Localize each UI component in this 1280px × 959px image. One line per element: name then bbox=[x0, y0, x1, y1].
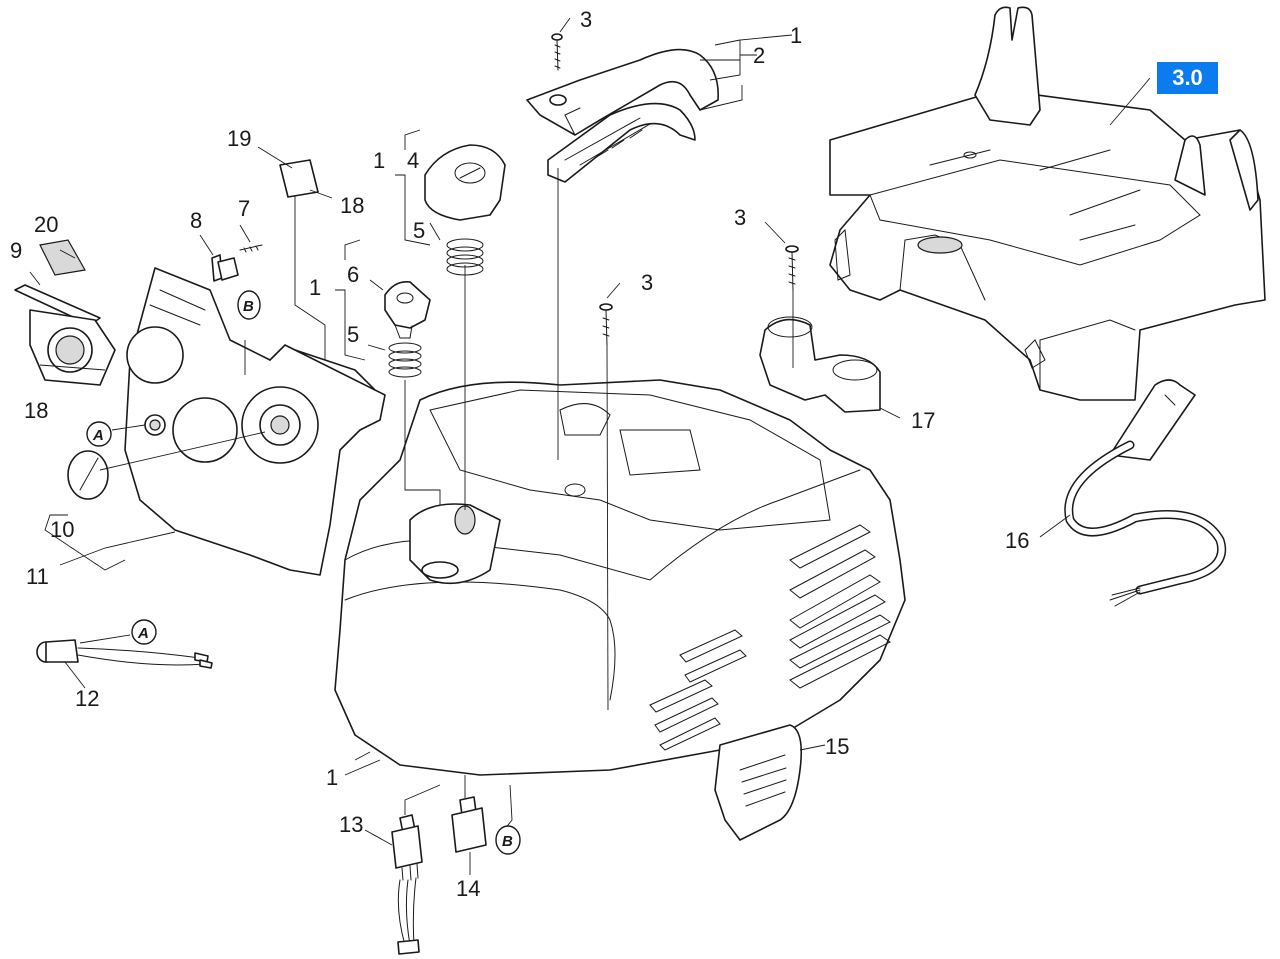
callout-19: 19 bbox=[227, 126, 251, 151]
callout-4: 4 bbox=[407, 148, 419, 173]
callout-5: 5 bbox=[413, 218, 425, 243]
switch-part bbox=[391, 814, 423, 955]
svg-text:B: B bbox=[502, 833, 513, 850]
callout-1: 1 bbox=[309, 275, 321, 300]
marker-b: B bbox=[495, 825, 521, 855]
callout-7: 7 bbox=[238, 196, 250, 221]
callout-3: 3 bbox=[641, 270, 653, 295]
screw-part-7 bbox=[239, 244, 263, 253]
reference-markers: B A A B bbox=[86, 290, 521, 855]
callout-11: 11 bbox=[26, 564, 49, 589]
sticker-part bbox=[39, 239, 86, 276]
access-cover-part bbox=[714, 724, 803, 841]
knob-part bbox=[424, 144, 506, 221]
selector-knob-part bbox=[67, 450, 109, 500]
base-frame-part bbox=[829, 6, 1266, 401]
spring-part-lower bbox=[388, 342, 422, 378]
callout-16: 16 bbox=[1005, 528, 1029, 553]
svg-text:A: A bbox=[92, 427, 104, 444]
main-housing-part bbox=[334, 379, 906, 776]
callout-8: 8 bbox=[190, 208, 202, 233]
screw-part-right bbox=[599, 245, 799, 346]
callout-18: 18 bbox=[340, 193, 364, 218]
callout-17: 17 bbox=[911, 408, 935, 433]
svg-text:B: B bbox=[243, 298, 254, 315]
front-panel-part bbox=[124, 267, 386, 576]
indicator-lamp-part bbox=[36, 639, 213, 669]
callout-6: 6 bbox=[347, 262, 359, 287]
callout-15: 15 bbox=[825, 734, 849, 759]
valve-part bbox=[384, 280, 431, 339]
marker-b: B bbox=[237, 290, 261, 320]
callout-12: 12 bbox=[75, 686, 99, 711]
callout-3: 3 bbox=[734, 205, 746, 230]
callout-labels: 1 2 3 1 4 5 19 18 20 8 7 9 6 1 5 3 3 17 … bbox=[10, 7, 1029, 901]
svg-text:A: A bbox=[137, 625, 149, 642]
callout-10: 10 bbox=[50, 517, 74, 542]
callout-1: 1 bbox=[326, 765, 338, 790]
callout-20: 20 bbox=[34, 212, 58, 237]
connector-part bbox=[211, 254, 239, 282]
pressure-switch-part bbox=[451, 796, 487, 853]
leader-lines bbox=[29, 17, 1151, 875]
callout-1: 1 bbox=[790, 23, 802, 48]
hose-clip-part bbox=[759, 316, 881, 413]
screw-part bbox=[551, 33, 563, 71]
callout-18: 18 bbox=[24, 398, 48, 423]
callout-1: 1 bbox=[373, 148, 385, 173]
callout-2: 2 bbox=[753, 43, 765, 68]
marker-a: A bbox=[86, 421, 112, 447]
callout-13: 13 bbox=[339, 812, 363, 837]
power-cable-part bbox=[1064, 379, 1226, 607]
callout-5: 5 bbox=[347, 322, 359, 347]
assembly-badge: 3.0 bbox=[1157, 62, 1218, 94]
callout-3: 3 bbox=[580, 7, 592, 32]
marker-a: A bbox=[131, 619, 157, 645]
callout-9: 9 bbox=[10, 238, 22, 263]
handle-part bbox=[526, 48, 719, 183]
label-plate-part bbox=[279, 159, 319, 198]
callout-14: 14 bbox=[456, 876, 480, 901]
